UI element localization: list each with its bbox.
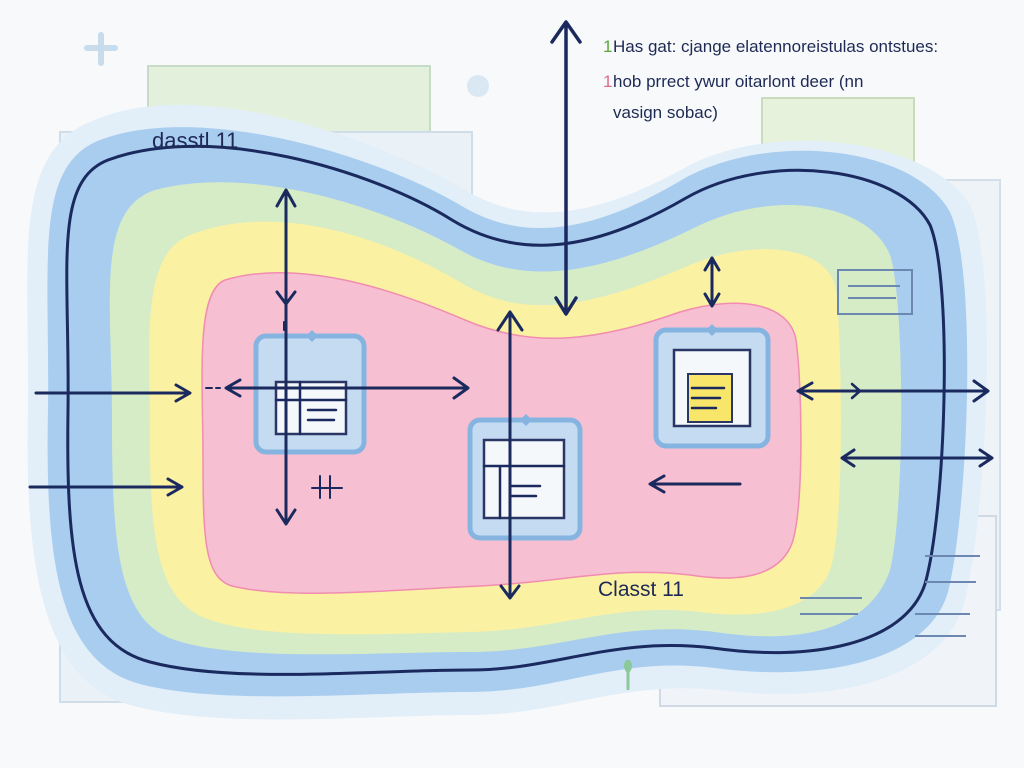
arrow-right-short-arrowhead [850, 382, 862, 400]
card-left-inner [274, 380, 348, 436]
card-right-pin-icon [706, 324, 718, 336]
card-left [253, 330, 367, 455]
card-center-inner [482, 438, 566, 520]
outer-outline [65, 144, 946, 676]
arrow-left-in-upper [34, 383, 192, 403]
card-center-grid-lines [482, 464, 566, 520]
side-panel-box [837, 269, 913, 315]
arrow-right-double [840, 448, 994, 468]
arrow-top-vertical [550, 20, 582, 316]
arrow-left-card-vertical [275, 188, 297, 526]
side-panel-lines [623, 269, 980, 690]
clover-icon [623, 659, 633, 690]
arrow-right-in [796, 379, 990, 403]
outer-region-label: dasstl 11 [152, 128, 238, 153]
arrow-yellow-small-vertical [703, 256, 721, 308]
note-marker-1: 1 [603, 37, 612, 56]
arrows [28, 20, 994, 600]
inner-region-label: Classt 11 [598, 578, 684, 601]
cross-mark-icon [311, 475, 343, 499]
arrow-horizontal-left-card [224, 376, 470, 400]
note: 1 Has gat: cjange elatennoreistulas onts… [603, 37, 938, 122]
note-line-2: hob prrect ywur oitarlont deer (nn [613, 72, 863, 91]
plus-mark-icon [84, 32, 118, 66]
card-left-grid-lines [274, 380, 348, 436]
note-marker-2: 1 [603, 72, 612, 91]
card-left-pin-icon [306, 330, 318, 342]
arrow-left-in-lower [28, 477, 184, 497]
side-panel-lines-top [848, 285, 900, 299]
note-line-3: vasign sobac) [613, 103, 718, 122]
arrow-center-right-out [648, 474, 742, 494]
card-center [467, 414, 583, 541]
note-line-1: Has gat: cjange elatennoreistulas ontstu… [613, 37, 938, 56]
card-right-note-lines [690, 386, 726, 410]
side-panel-lines-bottom [800, 555, 980, 637]
card-center-pin-icon [520, 414, 532, 426]
bg-dot [467, 75, 489, 97]
arrow-center-vertical [496, 310, 524, 600]
card-right [653, 324, 771, 449]
